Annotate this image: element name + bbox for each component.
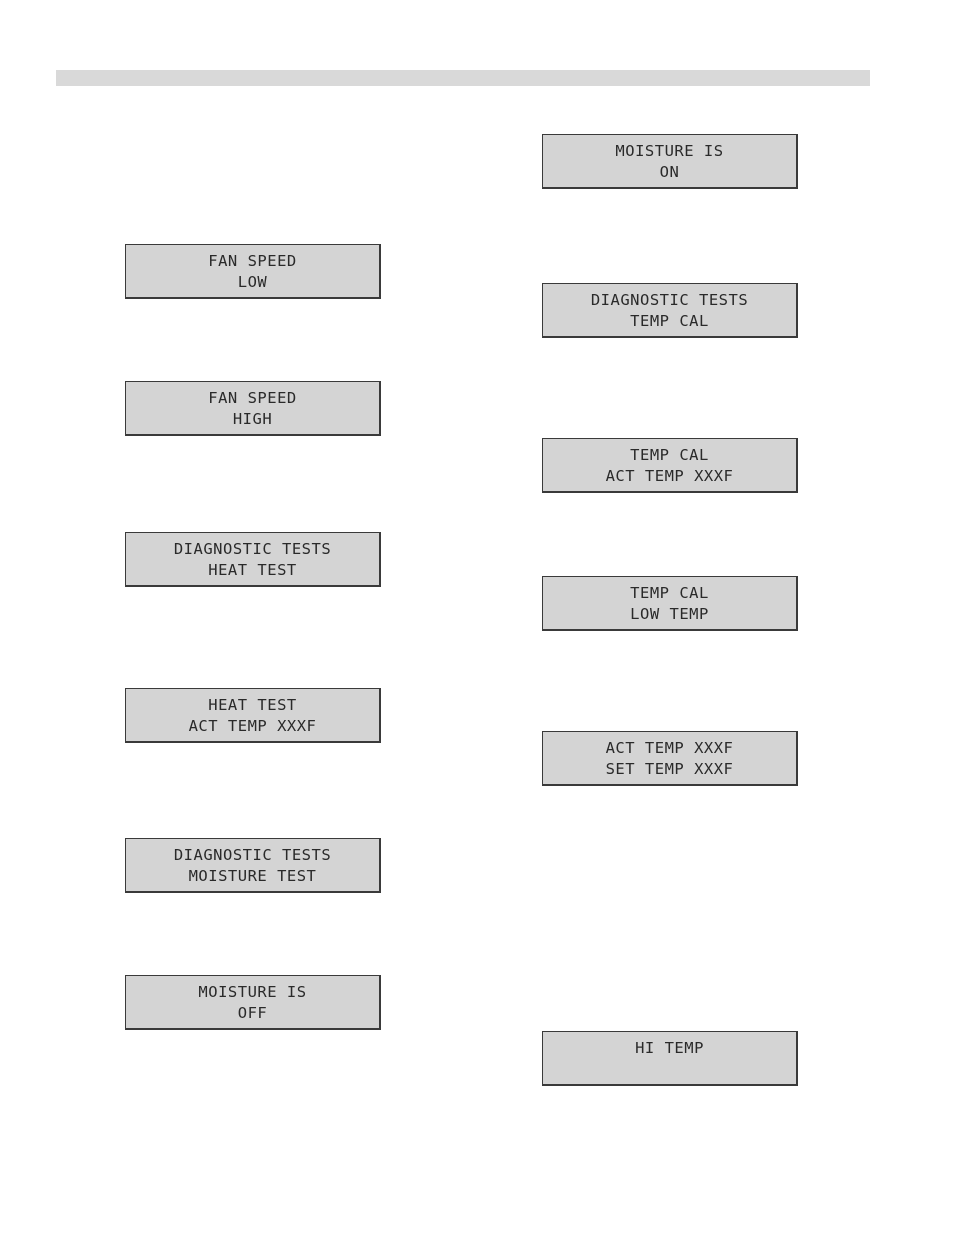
lcd-line-1: DIAGNOSTIC TESTS [543,290,796,311]
lcd-display-act-set-temp: ACT TEMP XXXF SET TEMP XXXF [542,731,798,786]
lcd-display-moisture-is-on: MOISTURE IS ON [542,134,798,189]
lcd-line-2: HEAT TEST [126,560,379,581]
lcd-line-2: OFF [126,1003,379,1024]
lcd-line-1: HI TEMP [543,1038,796,1059]
lcd-display-temp-cal-act-temp: TEMP CAL ACT TEMP XXXF [542,438,798,493]
lcd-display-moisture-is-off: MOISTURE IS OFF [125,975,381,1030]
lcd-line-1: TEMP CAL [543,583,796,604]
lcd-line-2: TEMP CAL [543,311,796,332]
lcd-line-2: SET TEMP XXXF [543,759,796,780]
lcd-line-1: FAN SPEED [126,251,379,272]
lcd-line-1: MOISTURE IS [126,982,379,1003]
lcd-line-1: MOISTURE IS [543,141,796,162]
lcd-line-2: LOW [126,272,379,293]
lcd-display-fan-speed-high: FAN SPEED HIGH [125,381,381,436]
lcd-display-fan-speed-low: FAN SPEED LOW [125,244,381,299]
lcd-line-2 [543,1059,796,1080]
lcd-line-1: TEMP CAL [543,445,796,466]
lcd-display-temp-cal-low-temp: TEMP CAL LOW TEMP [542,576,798,631]
lcd-line-2: MOISTURE TEST [126,866,379,887]
header-bar [56,70,870,86]
lcd-display-heat-test-act-temp: HEAT TEST ACT TEMP XXXF [125,688,381,743]
lcd-display-diagnostic-moisture-test: DIAGNOSTIC TESTS MOISTURE TEST [125,838,381,893]
lcd-line-2: ON [543,162,796,183]
lcd-line-2: ACT TEMP XXXF [543,466,796,487]
lcd-display-diagnostic-temp-cal: DIAGNOSTIC TESTS TEMP CAL [542,283,798,338]
lcd-line-2: ACT TEMP XXXF [126,716,379,737]
lcd-line-1: HEAT TEST [126,695,379,716]
lcd-display-hi-temp: HI TEMP [542,1031,798,1086]
lcd-line-2: LOW TEMP [543,604,796,625]
lcd-line-1: DIAGNOSTIC TESTS [126,845,379,866]
lcd-line-1: ACT TEMP XXXF [543,738,796,759]
lcd-line-1: FAN SPEED [126,388,379,409]
lcd-display-diagnostic-heat-test: DIAGNOSTIC TESTS HEAT TEST [125,532,381,587]
lcd-line-1: DIAGNOSTIC TESTS [126,539,379,560]
lcd-line-2: HIGH [126,409,379,430]
